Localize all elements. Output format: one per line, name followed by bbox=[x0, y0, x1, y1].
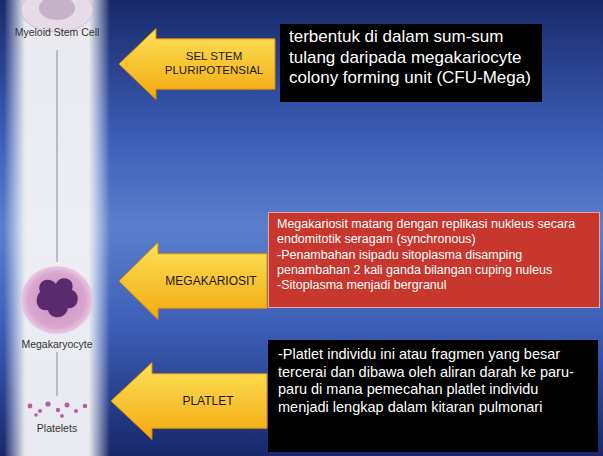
stage-arrow: PLATLET bbox=[110, 362, 268, 440]
box-text: Megakariosit matang dengan replikasi nuk… bbox=[277, 217, 591, 248]
info-box: Megakariosit matang dengan replikasi nuk… bbox=[268, 212, 600, 308]
arrow-outline bbox=[111, 363, 267, 440]
box-text: -Penambahan isipadu sitoplasma disamping… bbox=[277, 248, 591, 279]
stage-arrow: MEGAKARIOSIT bbox=[118, 242, 268, 320]
cell-label: Platelets bbox=[37, 422, 77, 434]
megakaryocyte-cell bbox=[21, 266, 93, 334]
side-panel bbox=[4, 0, 110, 456]
info-box: -Platlet individu ini atau fragmen yang … bbox=[268, 340, 598, 452]
box-text: -Platlet individu ini atau fragmen yang … bbox=[278, 346, 588, 417]
arrow-outline bbox=[119, 29, 275, 100]
stem-cell-nucleus bbox=[39, 0, 75, 20]
cell-label: Myeloid Stem Cell bbox=[15, 26, 100, 38]
cell-label: Megakaryocyte bbox=[21, 338, 92, 350]
arrow-outline bbox=[119, 243, 267, 320]
megakaryocyte-nucleus bbox=[37, 278, 78, 317]
lineage-line bbox=[56, 352, 57, 396]
stage-label: SEL STEM PLURIPOTENSIAL bbox=[158, 50, 270, 78]
stage-arrow: SEL STEM PLURIPOTENSIAL bbox=[118, 28, 276, 100]
platelet-dots bbox=[28, 401, 88, 418]
stage-label: MEGAKARIOSIT bbox=[165, 274, 256, 288]
lineage-line bbox=[56, 50, 57, 262]
info-box: terbentuk di dalam sum-sum tulang daripa… bbox=[280, 24, 542, 102]
box-text: terbentuk di dalam sum-sum tulang daripa… bbox=[289, 27, 533, 89]
stage-label: PLATLET bbox=[182, 394, 233, 408]
box-text: -Sitoplasma menjadi bergranul bbox=[277, 278, 591, 293]
